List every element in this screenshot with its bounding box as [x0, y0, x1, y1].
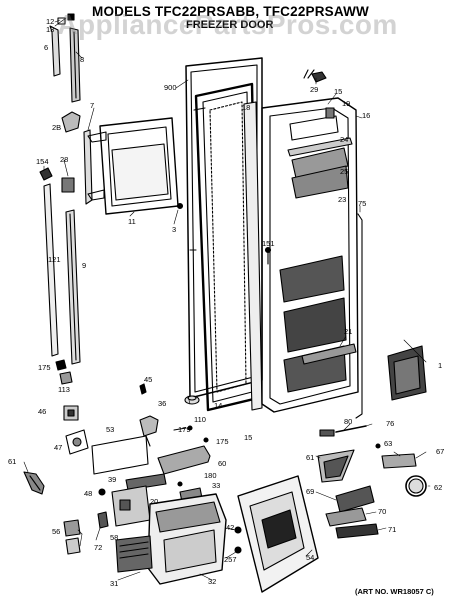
- dispenser-frame: [99, 117, 184, 215]
- dispenser-panels: [65, 429, 149, 475]
- actuator-rod: [264, 213, 363, 419]
- ice-chute: [317, 449, 355, 483]
- callout-label: 71: [388, 525, 397, 534]
- callout-label: 76: [386, 419, 395, 428]
- callout-label: 54: [306, 553, 315, 562]
- callout-label: 48: [84, 489, 93, 498]
- callout-label: 113: [58, 385, 70, 394]
- callout-label: 21: [344, 327, 353, 336]
- callout-label: 58: [110, 533, 119, 542]
- callout-label: 3: [172, 225, 177, 234]
- callout-label: 46: [38, 407, 47, 416]
- top-right-parts: [303, 69, 335, 119]
- callout-label: 29: [310, 85, 319, 94]
- front-cover-54: [237, 475, 319, 593]
- callout-label: 16: [362, 111, 371, 120]
- callout-label: 69: [306, 487, 315, 496]
- top-hinge-parts: [49, 13, 81, 103]
- diagram-title: MODELS TFC22PRSABB, TFC22PRSAWW: [92, 4, 369, 19]
- callout-label: 179: [178, 425, 191, 434]
- callout-label: 67: [436, 447, 445, 456]
- callout-label: 12: [46, 17, 55, 26]
- callout-label: 6: [44, 43, 49, 52]
- callout-label: 15: [244, 433, 253, 442]
- callout-label: 900: [164, 83, 177, 92]
- callout-label: 110: [194, 415, 206, 424]
- callout-label: 180: [204, 471, 217, 480]
- callout-label: 18: [242, 103, 251, 112]
- callout-label: 63: [384, 439, 393, 448]
- bottom-right-parts: [325, 485, 379, 539]
- callout-label: 75: [358, 199, 367, 208]
- callout-label: 2B: [52, 123, 62, 132]
- dispenser-arm: [157, 425, 211, 475]
- callout-label: 15: [334, 87, 343, 96]
- callout-label: 14: [214, 401, 223, 410]
- callout-label: 47: [54, 443, 63, 452]
- callout-label: 42: [226, 523, 235, 532]
- housing-screws: [234, 526, 242, 554]
- label-plate: [387, 345, 427, 401]
- callout-label: 53: [106, 425, 115, 434]
- diagram-subtitle: FREEZER DOOR: [186, 19, 274, 31]
- callout-label: 20: [150, 497, 159, 506]
- callout-label: 31: [110, 579, 119, 588]
- callout-label: 8: [80, 55, 85, 64]
- door-bottom-parts: [319, 425, 367, 437]
- callout-label: 56: [52, 527, 61, 536]
- callout-label: 28: [60, 155, 69, 164]
- callout-label: 60: [218, 459, 227, 468]
- callout-label: 25: [340, 167, 349, 176]
- right-small-parts: [375, 443, 427, 497]
- callout-label: 175: [38, 363, 51, 372]
- art-number: (ART NO. WR18057 C): [355, 587, 434, 596]
- callout-label: 33: [212, 481, 221, 490]
- callout-label: 23: [338, 195, 347, 204]
- callout-label: 257: [224, 555, 237, 564]
- callout-label: 36: [158, 399, 167, 408]
- callout-label: 175: [216, 437, 229, 446]
- callout-label: 62: [434, 483, 443, 492]
- callout-label: 154: [36, 157, 49, 166]
- callout-label: 151: [262, 239, 275, 248]
- callout-label: 19: [342, 99, 351, 108]
- callout-label: 13: [46, 25, 55, 34]
- dispenser-housing: [115, 493, 227, 585]
- callout-label: 70: [378, 507, 387, 516]
- callout-label: 7: [90, 101, 95, 110]
- left-bracket: [23, 471, 45, 495]
- callout-label: 32: [208, 577, 217, 586]
- callout-label: 61: [306, 453, 315, 462]
- leader-lines: [23, 17, 431, 581]
- door-shelves: [287, 137, 357, 365]
- callout-label: 24: [340, 135, 349, 144]
- callout-label: 72: [94, 543, 103, 552]
- dispenser-small-parts: [63, 383, 200, 447]
- callout-label: 121: [48, 255, 61, 264]
- callout-label: 1: [438, 361, 443, 370]
- callout-label: 39: [108, 475, 117, 484]
- callout-label: 61: [8, 457, 17, 466]
- callout-label: 45: [144, 375, 153, 384]
- door-trims: [43, 183, 81, 385]
- callout-label: 11: [128, 217, 136, 226]
- callout-label: 9: [82, 261, 87, 270]
- switch-parts: [63, 511, 109, 555]
- callout-label: 80: [344, 417, 353, 426]
